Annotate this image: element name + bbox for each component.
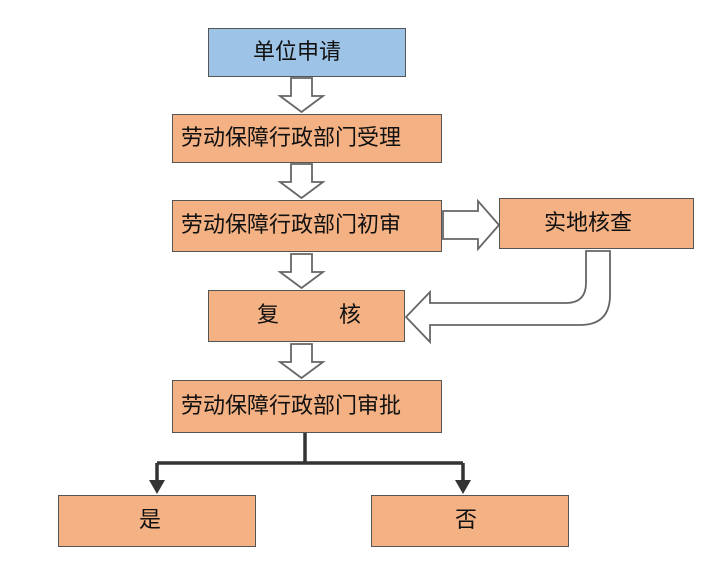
node-inspect: 实地核查 [499, 198, 694, 249]
node-review-label-1: 复 [257, 303, 280, 328]
node-accept: 劳动保障行政部门受理 [172, 114, 442, 163]
node-no: 否 [371, 495, 569, 547]
node-review-label-2: 核 [339, 303, 362, 328]
node-accept-label: 劳动保障行政部门受理 [181, 125, 402, 151]
arrow-head-yes [149, 480, 165, 494]
node-approve: 劳动保障行政部门审批 [172, 380, 442, 433]
arrow-preliminary-to-review [277, 253, 326, 290]
arrow-preliminary-to-inspect [442, 198, 501, 252]
arrow-inspect-to-review [404, 250, 611, 345]
arrow-apply-to-accept [277, 77, 326, 114]
node-preliminary-label: 劳动保障行政部门初审 [181, 213, 402, 238]
node-inspect-label: 实地核查 [544, 210, 633, 236]
node-no-label: 否 [455, 508, 478, 533]
node-approve-label: 劳动保障行政部门审批 [181, 393, 402, 419]
arrow-head-no [455, 480, 471, 494]
node-apply: 单位申请 [208, 28, 406, 77]
node-yes-label: 是 [139, 508, 162, 533]
node-preliminary: 劳动保障行政部门初审 [172, 200, 442, 252]
node-yes: 是 [58, 495, 256, 547]
node-review: 复 核 [208, 290, 405, 342]
arrow-accept-to-preliminary [277, 163, 326, 200]
branch-connector [155, 433, 465, 482]
node-apply-label: 单位申请 [253, 39, 342, 65]
arrow-review-to-approve [277, 343, 326, 380]
